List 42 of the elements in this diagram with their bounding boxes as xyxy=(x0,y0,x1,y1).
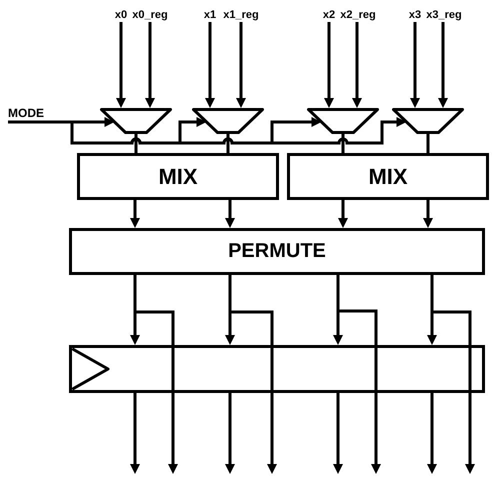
arrow xyxy=(134,275,178,474)
arrow xyxy=(236,22,246,108)
connector-line xyxy=(426,134,430,153)
arrow xyxy=(410,22,420,108)
arrow xyxy=(225,393,235,474)
signal-label: MODE xyxy=(8,106,44,120)
multiplexer-symbol xyxy=(192,108,264,134)
arrow xyxy=(228,275,277,474)
process-box: MIX xyxy=(287,153,489,200)
multiplexer-symbol xyxy=(307,108,379,134)
multiplexer-symbol xyxy=(392,108,464,134)
process-box: MIX xyxy=(77,153,279,200)
arrow xyxy=(205,22,215,108)
arrow xyxy=(430,275,475,474)
arrow xyxy=(352,22,362,108)
arrow xyxy=(130,200,140,228)
signal-label: x3 xyxy=(408,9,422,22)
signal-label: x0 xyxy=(114,9,128,22)
signal-label: x1 xyxy=(204,9,216,22)
arrow xyxy=(336,275,381,474)
arrow xyxy=(333,393,343,474)
signal-label: x0_reg xyxy=(132,9,168,22)
arrow xyxy=(225,200,235,228)
arrow xyxy=(145,22,155,108)
arrow xyxy=(324,22,334,108)
register-box xyxy=(69,345,485,393)
connector-line xyxy=(226,134,230,153)
signal-label: x2_reg xyxy=(340,9,376,22)
signal-label: x3_reg xyxy=(426,9,462,22)
multiplexer-symbol xyxy=(100,108,172,134)
signal-label: x2 xyxy=(322,9,336,22)
connector-line xyxy=(342,134,344,153)
arrow xyxy=(423,200,433,228)
arrow xyxy=(116,22,126,108)
process-box: PERMUTE xyxy=(69,228,485,275)
arrow xyxy=(338,200,348,228)
connector-line xyxy=(134,134,138,153)
arrow xyxy=(8,117,406,144)
arrow xyxy=(427,393,437,474)
arrow xyxy=(130,393,140,474)
signal-label: x1_reg xyxy=(223,9,259,22)
arrow xyxy=(438,22,448,108)
